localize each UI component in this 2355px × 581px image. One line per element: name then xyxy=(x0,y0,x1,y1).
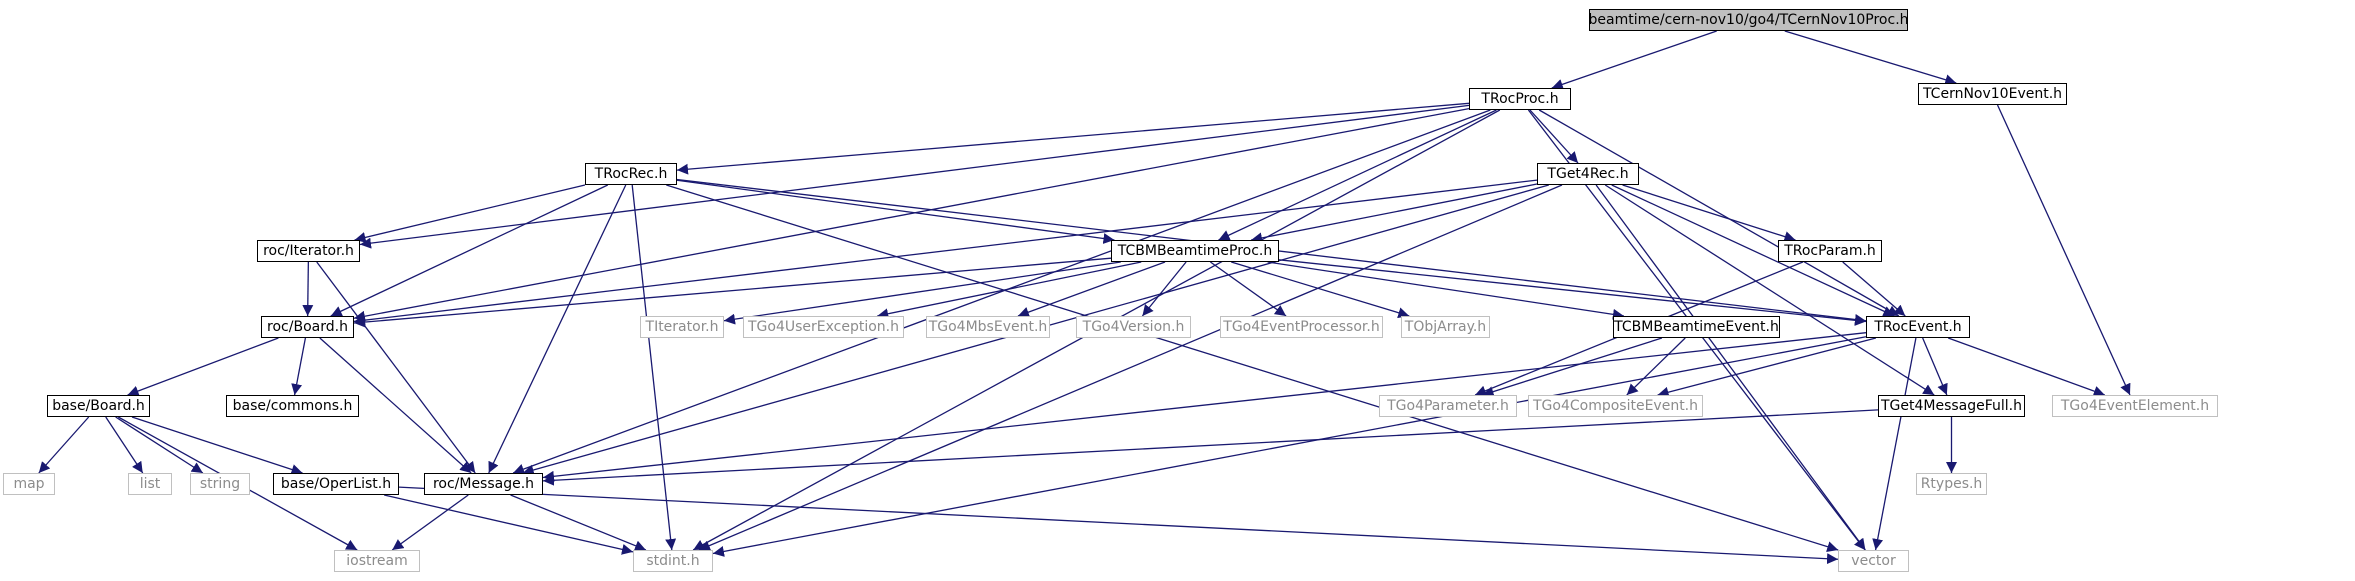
node-roc-board-h[interactable]: roc/Board.h xyxy=(261,316,354,338)
edge-cbmproc-to-rocevent xyxy=(1278,259,1867,326)
edge-board-to-baseboard xyxy=(127,337,279,397)
edge-rocproc-to-cbmproc xyxy=(1218,109,1497,241)
node-map: map xyxy=(3,473,55,495)
node-string: string xyxy=(190,473,250,495)
node-tgo4eventprocessor-h: TGo4EventProcessor.h xyxy=(1220,316,1383,338)
edge-get4rec-to-rocevent xyxy=(1611,184,1895,317)
edge-rocrec-to-cbmproc xyxy=(676,179,1115,244)
edge-cernproc-to-cernevent xyxy=(1784,30,1957,86)
edge-rocevent-to-g4composite xyxy=(1657,337,1877,398)
edge-rocproc-to-board xyxy=(353,107,1470,322)
edge-cbmevent-to-g4composite xyxy=(1626,337,1686,396)
edge-get4rec-to-stdint xyxy=(698,184,1563,551)
edge-cernproc-to-rocproc xyxy=(1551,30,1717,90)
edge-rocrec-to-message xyxy=(488,184,627,474)
node-trocrec-h[interactable]: TRocRec.h xyxy=(585,163,677,185)
edge-get4rec-to-cbmproc xyxy=(1251,183,1538,244)
edge-baseboard-to-map xyxy=(38,416,90,474)
node-base-operlist-h[interactable]: base/OperList.h xyxy=(273,473,399,495)
edge-baseboard-to-string xyxy=(115,416,204,474)
node-tget4messagefull-h[interactable]: TGet4MessageFull.h xyxy=(1878,395,2025,417)
node-tcernnov10event-h[interactable]: TCernNov10Event.h xyxy=(1918,83,2067,105)
edge-rocevent-to-stdint xyxy=(712,336,1867,557)
edge-rocevent-to-message xyxy=(542,332,1867,482)
edge-cbmproc-to-g4version xyxy=(1141,261,1187,317)
edge-message-to-stdint xyxy=(510,494,647,551)
node-stdint-h: stdint.h xyxy=(633,550,713,572)
edge-cbmevent-to-g4param xyxy=(1482,337,1663,397)
node-tgo4parameter-h: TGo4Parameter.h xyxy=(1379,395,1517,417)
edge-rocrec-to-iterator xyxy=(354,184,586,243)
edge-operlist-to-vector xyxy=(398,486,1839,565)
edge-board-to-commons xyxy=(291,337,307,396)
node-list: list xyxy=(128,473,172,495)
edge-message-to-iostream xyxy=(391,494,469,551)
edge-rocproc-to-message xyxy=(512,109,1491,475)
node-vector: vector xyxy=(1838,550,1909,572)
edge-rocevent-to-g4evelem xyxy=(1947,337,2106,397)
edge-cbmproc-to-cbmevent xyxy=(1267,261,1625,320)
node-tgo4eventelement-h: TGo4EventElement.h xyxy=(2052,395,2218,417)
edge-get4rec-to-board xyxy=(353,179,1538,326)
edge-cbmproc-to-tobjarray xyxy=(1231,261,1410,319)
node-tgo4compositeevent-h: TGo4CompositeEvent.h xyxy=(1528,395,1703,417)
node-titerator-h: TIterator.h xyxy=(640,316,724,338)
node-iostream: iostream xyxy=(334,550,420,572)
node-tcernnov10proc-h: beamtime/cern-nov10/go4/TCernNov10Proc.h xyxy=(1589,9,1909,31)
node-tgo4userexception-h: TGo4UserException.h xyxy=(743,316,904,338)
node-base-commons-h[interactable]: base/commons.h xyxy=(226,395,359,417)
edge-cbmproc-to-board xyxy=(353,257,1112,328)
node-rtypes-h: Rtypes.h xyxy=(1916,473,1987,495)
node-roc-message-h[interactable]: roc/Message.h xyxy=(424,473,543,495)
node-tgo4mbsevent-h: TGo4MbsEvent.h xyxy=(926,316,1050,338)
edge-cbmproc-to-g4mbs xyxy=(1017,261,1166,318)
node-tget4rec-h[interactable]: TGet4Rec.h xyxy=(1537,163,1639,185)
edge-get4rec-to-get4msg xyxy=(1604,184,1935,396)
node-trocparam-h[interactable]: TRocParam.h xyxy=(1778,240,1882,262)
edge-iterator-to-message xyxy=(316,261,476,474)
edge-rocrec-to-vector xyxy=(666,184,1839,552)
node-roc-iterator-h[interactable]: roc/Iterator.h xyxy=(257,240,360,262)
node-trocproc-h[interactable]: TRocProc.h xyxy=(1469,88,1571,110)
edge-board-to-message xyxy=(319,337,472,474)
edge-baseboard-to-list xyxy=(105,416,144,474)
edge-rocrec-to-board xyxy=(330,184,609,317)
edge-cbmproc-to-g4evproc xyxy=(1210,261,1287,317)
edge-rocproc-to-get4rec xyxy=(1529,109,1579,164)
edge-iterator-to-board xyxy=(302,261,314,317)
node-tgo4version-h: TGo4Version.h xyxy=(1076,316,1191,338)
edge-rocevent-to-get4msg xyxy=(1922,337,1948,396)
edge-operlist-to-stdint xyxy=(383,494,634,555)
node-tobjarray-h: TObjArray.h xyxy=(1401,316,1490,338)
node-tcbmbeamtimeevent-h[interactable]: TCBMBeamtimeEvent.h xyxy=(1613,316,1780,338)
edge-get4rec-to-rocparam xyxy=(1622,184,1796,242)
edge-rocproc-to-rocrec xyxy=(676,102,1470,175)
edge-rocproc-to-iterator xyxy=(359,104,1470,249)
edge-rocrec-to-stdint xyxy=(631,184,677,551)
edge-get4rec-to-vector xyxy=(1595,184,1866,551)
edge-rocproc-to-rocevent xyxy=(1538,109,1900,317)
edge-cernevent-to-g4evelem xyxy=(1996,104,2131,396)
node-tcbmbeamtimeproc-h[interactable]: TCBMBeamtimeProc.h xyxy=(1111,240,1279,262)
edge-rocevent-to-vector xyxy=(1872,337,1917,551)
edge-cbmproc-to-titerator xyxy=(723,261,1121,325)
edge-get4msg-to-message xyxy=(542,409,1879,486)
edge-cbmproc-to-g4userexc xyxy=(877,261,1142,320)
edge-baseboard-to-operlist xyxy=(131,416,303,475)
edge-rocparam-to-rocevent xyxy=(1842,261,1906,317)
node-trocevent-h[interactable]: TRocEvent.h xyxy=(1866,316,1970,338)
node-base-board-h[interactable]: base/Board.h xyxy=(47,395,150,417)
